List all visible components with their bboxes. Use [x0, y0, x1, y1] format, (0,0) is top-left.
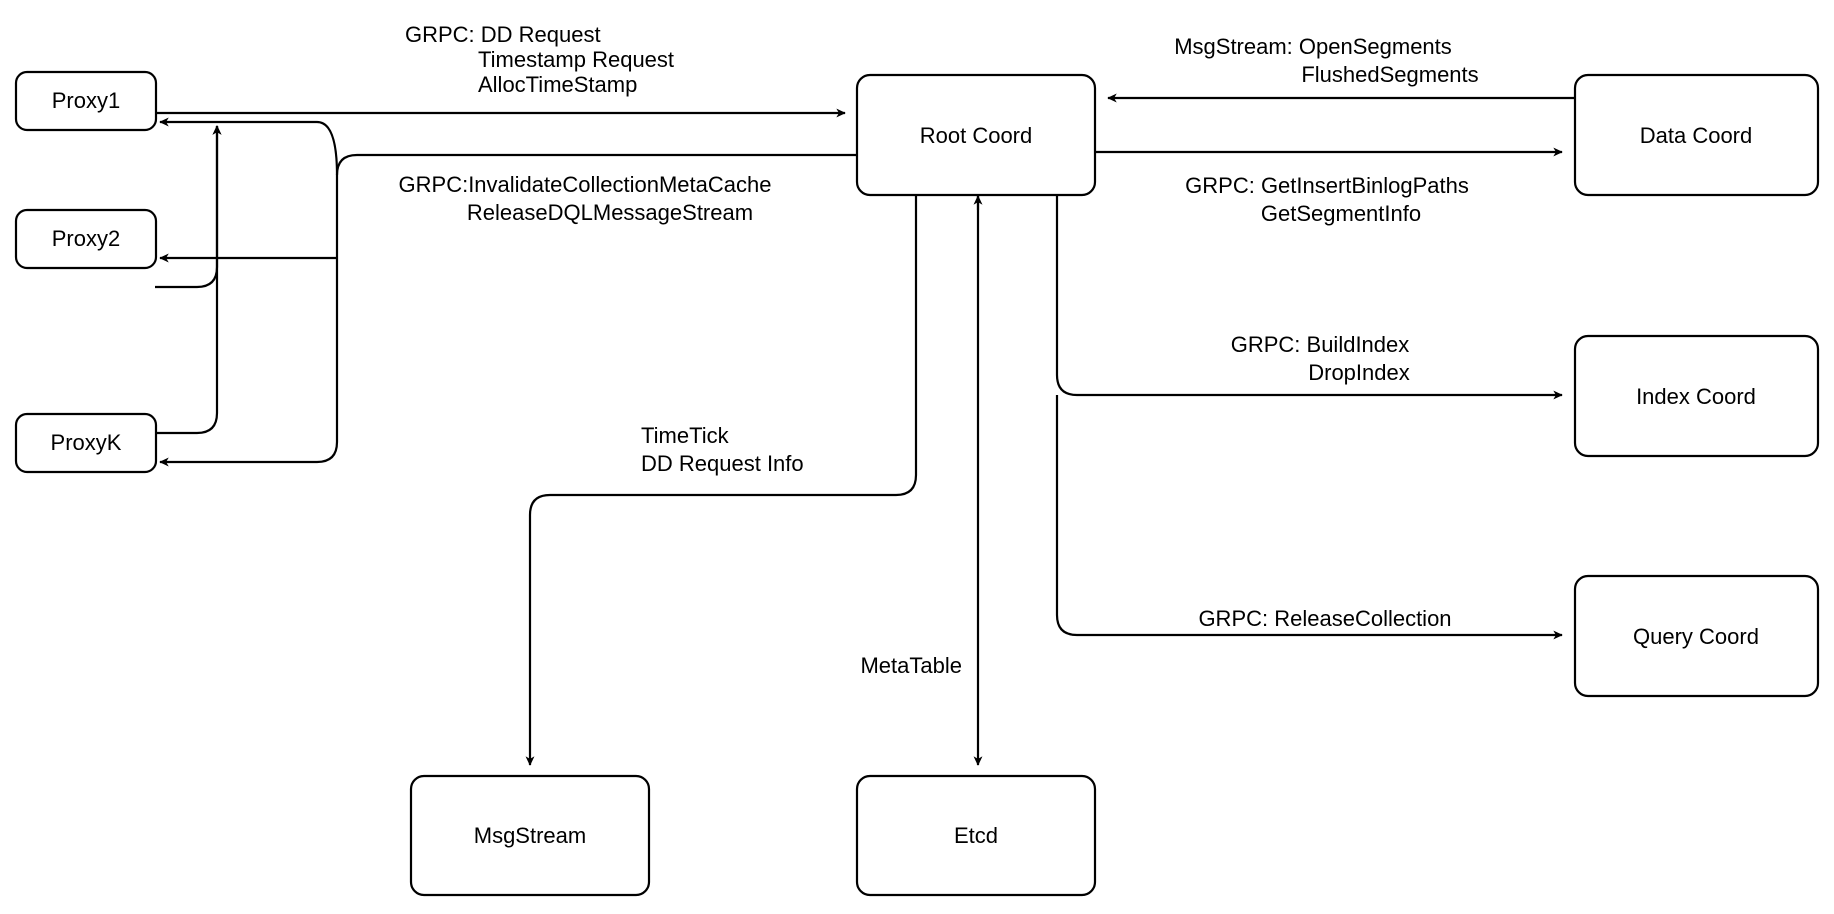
label-rootcoord-to-datacoord: GRPC: GetInsertBinlogPaths GetSegmentInf… [1185, 173, 1469, 226]
label-proxy-to-rootcoord-line2: Timestamp Request [478, 47, 674, 72]
edge-rootcoord-to-querycoord [1055, 395, 1563, 640]
node-indexcoord-shape[interactable] [1573, 334, 1820, 458]
label-datacoord-to-rootcoord-line1: MsgStream: OpenSegments [1174, 34, 1452, 59]
node-msgstream-shape[interactable] [409, 774, 651, 897]
label-rootcoord-to-datacoord-line1: GRPC: GetInsertBinlogPaths [1185, 173, 1469, 198]
node-datacoord[interactable]: Data Coord [1573, 73, 1820, 197]
label-datacoord-to-rootcoord-line2: FlushedSegments [1301, 62, 1478, 87]
label-rootcoord-to-querycoord: GRPC: ReleaseCollection [1198, 606, 1451, 631]
edge-proxy-to-rootcoord [155, 108, 846, 435]
node-proxyk-shape[interactable] [14, 412, 158, 474]
node-indexcoord[interactable]: Index Coord [1573, 334, 1820, 458]
label-proxy-to-rootcoord: GRPC: DD Request Timestamp Request Alloc… [405, 22, 674, 97]
edge-line-proxyk-merge [155, 125, 222, 435]
node-proxy1-label: Proxy1 [52, 88, 120, 113]
label-rootcoord-to-proxy-line2: ReleaseDQLMessageStream [467, 200, 753, 225]
label-rootcoord-to-msgstream: TimeTick DD Request Info [641, 423, 804, 476]
edge-line-rootcoord-to-proxyk [159, 153, 857, 467]
label-rootcoord-to-datacoord-line2: GetSegmentInfo [1261, 201, 1421, 226]
edge-line-rootcoord-to-proxy1 [159, 117, 339, 176]
node-querycoord-shape[interactable] [1573, 574, 1820, 698]
edge-rootcoord-to-indexcoord [1055, 196, 1563, 400]
label-rootcoord-to-proxy-line1: GRPC:InvalidateCollectionMetaCache [399, 172, 772, 197]
label-rootcoord-to-msgstream-line1: TimeTick [641, 423, 730, 448]
label-proxy-to-rootcoord-line3: AllocTimeStamp [478, 72, 637, 97]
label-rootcoord-to-proxy: GRPC:InvalidateCollectionMetaCache Relea… [399, 172, 772, 225]
node-datacoord-label: Data Coord [1640, 123, 1753, 148]
node-etcd-shape[interactable] [855, 774, 1097, 897]
node-indexcoord-label: Index Coord [1636, 384, 1756, 409]
node-rootcoord-label: Root Coord [920, 123, 1033, 148]
node-querycoord[interactable]: Query Coord [1573, 574, 1820, 698]
node-datacoord-shape[interactable] [1573, 73, 1820, 197]
node-proxy1-shape[interactable] [14, 70, 158, 132]
node-proxy2-label: Proxy2 [52, 226, 120, 251]
edge-line-proxy2-merge [155, 125, 222, 289]
node-proxy1[interactable]: Proxy1 [14, 70, 158, 132]
node-msgstream-label: MsgStream [474, 823, 586, 848]
label-rootcoord-to-indexcoord: GRPC: BuildIndex DropIndex [1231, 332, 1410, 385]
node-rootcoord[interactable]: Root Coord [855, 73, 1097, 197]
node-proxy2-shape[interactable] [14, 208, 158, 270]
node-msgstream[interactable]: MsgStream [409, 774, 651, 897]
node-proxy2[interactable]: Proxy2 [14, 208, 158, 270]
node-rootcoord-shape[interactable] [855, 73, 1097, 197]
label-rootcoord-to-querycoord-line1: GRPC: ReleaseCollection [1198, 606, 1451, 631]
edge-rootcoord-to-msgstream [525, 196, 918, 766]
node-proxyk-label: ProxyK [51, 430, 122, 455]
edge-rootcoord-to-proxies [159, 117, 857, 467]
label-rootcoord-to-indexcoord-line2: DropIndex [1308, 360, 1410, 385]
label-rootcoord-to-indexcoord-line1: GRPC: BuildIndex [1231, 332, 1410, 357]
label-rootcoord-to-msgstream-line2: DD Request Info [641, 451, 804, 476]
node-etcd[interactable]: Etcd [855, 774, 1097, 897]
node-proxyk[interactable]: ProxyK [14, 412, 158, 474]
label-datacoord-to-rootcoord: MsgStream: OpenSegments FlushedSegments [1174, 34, 1478, 87]
node-etcd-label: Etcd [954, 823, 998, 848]
label-rootcoord-to-etcd-line1: MetaTable [860, 653, 962, 678]
label-rootcoord-to-etcd: MetaTable [860, 653, 962, 678]
label-proxy-to-rootcoord-line1: GRPC: DD Request [405, 22, 601, 47]
node-querycoord-label: Query Coord [1633, 624, 1759, 649]
